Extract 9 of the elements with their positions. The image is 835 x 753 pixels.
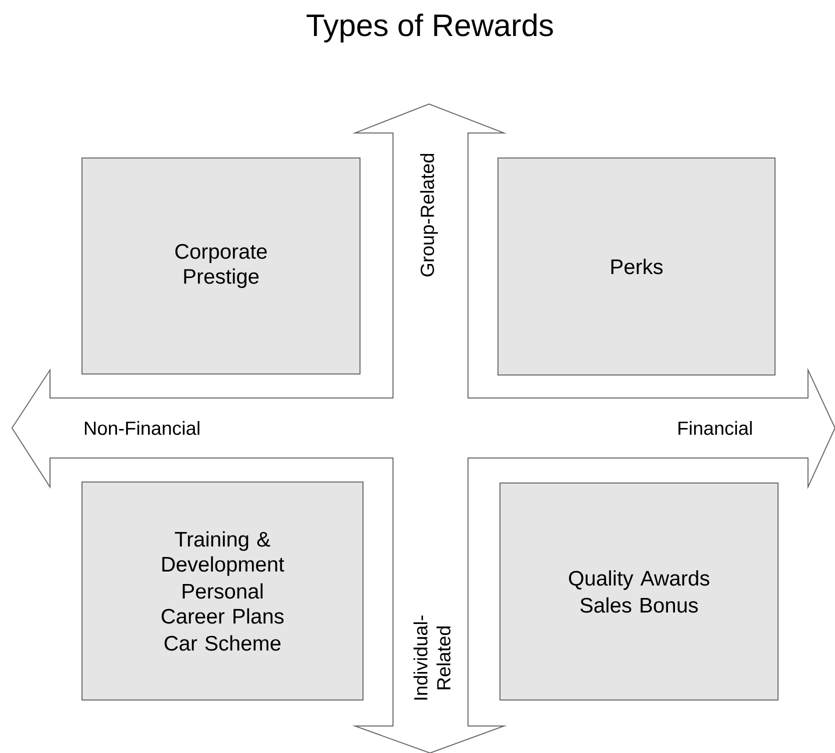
title: Types of Rewards (306, 14, 553, 42)
reward-box: Quality Awards Sales Bonus (500, 482, 778, 700)
axis-label: Financial (678, 421, 752, 435)
axis-label: Group-Related (420, 154, 438, 276)
axis-label: Non-Financial (84, 421, 200, 435)
reward-box: Perks (498, 158, 776, 376)
reward-box: Corporate Prestige (82, 158, 360, 374)
axis-label: Individual-Related (414, 616, 450, 700)
reward-box: Training & Development Personal Career Plans Car Scheme (82, 482, 364, 700)
